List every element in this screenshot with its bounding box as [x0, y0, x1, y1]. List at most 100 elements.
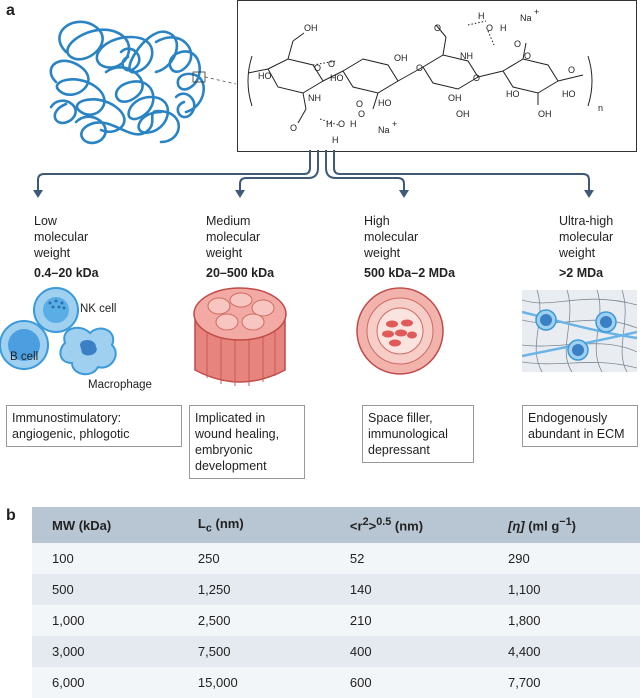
label-oh-3: OH: [538, 109, 552, 119]
category-medium: Medium molecular weight 20–500 kDa: [206, 213, 274, 281]
table-cell: 15,000: [177, 667, 330, 698]
table-cell: 3,000: [32, 636, 178, 667]
category-high-line2: molecular: [364, 230, 419, 244]
table-cell: 1,000: [32, 605, 178, 636]
table-header-row: MW (kDa) Lc (nm) <r2>0.5 (nm) [η] (ml g−…: [32, 507, 640, 543]
label-nh-2: NH: [308, 93, 321, 103]
header-radius: <r2>0.5 (nm): [329, 507, 488, 543]
label-h-5: H: [332, 135, 339, 145]
ecm-network-illustration: [522, 290, 637, 372]
description-high-line1: Space filler,: [368, 411, 433, 425]
table-row: 100 250 52 290: [32, 543, 640, 574]
category-low-line3: weight: [34, 246, 71, 260]
header-eta-exp: −1: [559, 516, 572, 529]
description-medium-line4: development: [195, 459, 267, 473]
category-medium-line1: Medium: [206, 214, 251, 228]
label-ho-5: HO: [562, 89, 576, 99]
label-o-4: O: [473, 73, 480, 83]
header-mw: MW (kDa): [32, 507, 178, 543]
table-row: 6,000 15,000 600 7,700: [32, 667, 640, 698]
label-h-3: H: [326, 119, 333, 129]
description-medium: Implicated in wound healing, embryonic d…: [189, 405, 305, 479]
macrophage-label: Macrophage: [88, 379, 152, 391]
category-high-range: 500 kDa–2 MDa: [364, 266, 456, 280]
table-cell: 4,400: [487, 636, 640, 667]
header-lc-main: L: [197, 515, 206, 531]
description-low-line2: angiogenic, phlogotic: [12, 427, 130, 441]
tissue-cross-section-illustration: [356, 287, 444, 375]
label-o-12: O: [568, 65, 575, 75]
b-cell-label: B cell: [10, 351, 39, 363]
header-eta-unit: (ml g: [524, 518, 560, 534]
label-oh-1: OH: [304, 23, 318, 33]
molecular-weight-table: MW (kDa) Lc (nm) <r2>0.5 (nm) [η] (ml g−…: [32, 507, 640, 698]
table-row: 500 1,250 140 1,100: [32, 574, 640, 605]
label-o-3: O: [416, 63, 423, 73]
label-na-2: Na: [378, 125, 390, 135]
table-row: 1,000 2,500 210 1,800: [32, 605, 640, 636]
table-cell: 7,500: [177, 636, 330, 667]
header-eta-main: [η]: [507, 518, 525, 534]
label-nh-1: NH: [460, 51, 473, 61]
category-low: Low molecular weight 0.4–20 kDa: [34, 213, 99, 281]
header-r-exp: 0.5: [376, 516, 392, 529]
immune-cells-illustration: [0, 287, 117, 376]
category-medium-line3: weight: [206, 246, 243, 260]
header-contour-length: Lc (nm): [177, 507, 330, 543]
label-h-2: H: [500, 23, 507, 33]
description-high-line3: depressant: [368, 443, 430, 457]
label-h-1: H: [478, 11, 485, 21]
label-o-8: O: [514, 39, 521, 49]
category-medium-line2: molecular: [206, 230, 261, 244]
category-ultra-high: Ultra-high molecular weight >2 MDa: [559, 213, 613, 281]
label-o-13: O: [358, 109, 365, 119]
description-ultra-line1: Endogenously: [528, 411, 608, 425]
category-ultra-line2: molecular: [559, 230, 614, 244]
description-low-line1: Immunostimulatory:: [12, 411, 122, 425]
description-ultra-high: Endogenously abundant in ECM: [522, 405, 638, 447]
chemical-structure-box: HO OH O HO O HO OH O O H O H Na + O NH O…: [237, 0, 637, 152]
header-lc-sub: c: [205, 522, 212, 535]
description-high: Space filler, immunological depressant: [362, 405, 474, 463]
label-o-6: O: [434, 23, 441, 33]
table-cell: 600: [329, 667, 488, 698]
label-n: n: [598, 103, 603, 113]
nk-cell-label: NK cell: [80, 303, 117, 315]
table-cell: 140: [329, 574, 488, 605]
label-ho-2: HO: [330, 73, 344, 83]
table-cell: 290: [487, 543, 640, 574]
category-low-range: 0.4–20 kDa: [34, 266, 99, 280]
header-eta-close: ): [571, 518, 576, 534]
label-o-7: O: [524, 51, 531, 61]
label-plus-1: +: [534, 7, 539, 17]
polymer-coil-illustration: [49, 20, 236, 145]
table-cell: 6,000: [32, 667, 178, 698]
panel-a-letter: a: [6, 2, 15, 19]
label-o-9: O: [290, 123, 297, 133]
table-cell: 250: [177, 543, 330, 574]
header-r-sup: 2: [362, 516, 369, 529]
label-ho-3: HO: [378, 98, 392, 108]
label-oh-2: OH: [394, 53, 408, 63]
category-ultra-range: >2 MDa: [559, 266, 604, 280]
table-cell: 1,250: [177, 574, 330, 605]
table-row: 3,000 7,500 400 4,400: [32, 636, 640, 667]
table-cell: 1,800: [487, 605, 640, 636]
header-r-main: <r: [349, 518, 363, 534]
header-r-unit: (nm): [391, 518, 424, 534]
category-ultra-line3: weight: [559, 246, 596, 260]
header-viscosity: [η] (ml g−1): [487, 507, 640, 543]
description-medium-line1: Implicated in: [195, 411, 266, 425]
label-o-1: O: [314, 63, 321, 73]
header-lc-unit: (nm): [211, 515, 244, 531]
category-ultra-line1: Ultra-high: [559, 214, 614, 228]
label-o-11: O: [338, 119, 345, 129]
description-medium-line3: embryonic: [195, 443, 253, 457]
table-cell: 2,500: [177, 605, 330, 636]
label-oh-5: OH: [448, 93, 462, 103]
category-low-line2: molecular: [34, 230, 89, 244]
category-low-line1: Low: [34, 214, 57, 228]
table-cell: 100: [32, 543, 178, 574]
table-cell: 500: [32, 574, 178, 605]
description-medium-line2: wound healing,: [195, 427, 280, 441]
